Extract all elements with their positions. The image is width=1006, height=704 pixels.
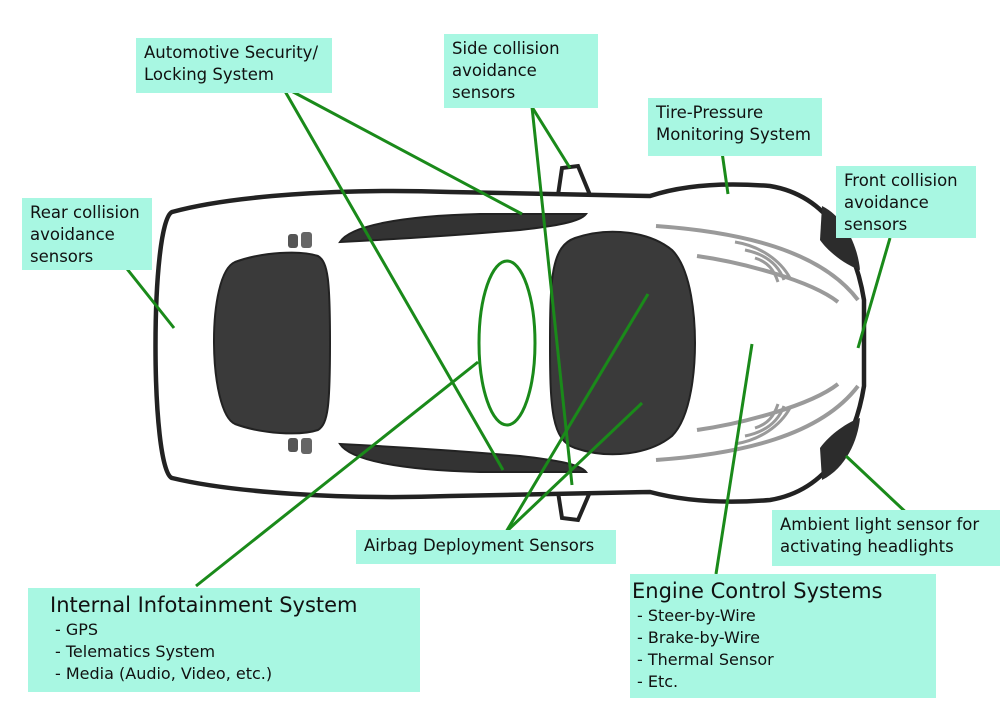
engine-item-steer: - Steer-by-Wire xyxy=(637,606,756,625)
leader-side-b xyxy=(530,106,574,486)
infotainment-item-telematics: - Telematics System xyxy=(55,642,216,661)
side-collision-label-line-2: avoidance xyxy=(452,61,537,80)
side-collision-label-line-1: Side collision xyxy=(452,39,560,58)
security-label-line-2: Locking System xyxy=(144,65,274,84)
engine-item-brake: - Brake-by-Wire xyxy=(637,628,760,647)
headlight-bottom xyxy=(820,418,860,480)
hood-vent-bottom xyxy=(734,403,792,446)
airbag-label-text: Airbag Deployment Sensors xyxy=(364,536,595,555)
engine-item-etc: - Etc. xyxy=(637,672,679,691)
tire-pressure-label: Tire-Pressure Monitoring System xyxy=(648,98,822,156)
headlight-top xyxy=(820,206,860,270)
leader-lines xyxy=(110,84,914,588)
infotainment-label: Internal Infotainment System - GPS - Tel… xyxy=(28,588,420,692)
front-collision-label: Front collision avoidance sensors xyxy=(836,166,976,238)
rear-vent-bottom-b xyxy=(301,438,312,454)
mirror-bottom xyxy=(555,490,594,523)
infotainment-title: Internal Infotainment System xyxy=(50,593,358,617)
front-collision-label-line-2: avoidance xyxy=(844,193,929,212)
ambient-light-label: Ambient light sensor for activating head… xyxy=(772,510,1000,566)
leader-front xyxy=(856,237,892,349)
rear-vent-bottom-a xyxy=(288,438,298,452)
security-label: Automotive Security/ Locking System xyxy=(136,38,332,93)
front-collision-label-line-3: sensors xyxy=(844,215,908,234)
leader-infotainment xyxy=(195,360,479,588)
leader-side-a xyxy=(530,106,572,169)
front-collision-label-line-1: Front collision xyxy=(844,171,958,190)
hood-vent-top xyxy=(734,240,792,283)
tire-pressure-label-line-1: Tire-Pressure xyxy=(656,103,764,122)
security-label-line-1: Automotive Security/ xyxy=(144,43,319,62)
leader-airbag-b xyxy=(504,401,644,534)
engine-title: Engine Control Systems xyxy=(632,579,883,603)
airbag-zone xyxy=(477,259,537,427)
leader-ambient xyxy=(844,454,914,520)
leader-security-b xyxy=(280,85,505,471)
hood-line-top-outer xyxy=(655,224,860,302)
tire-pressure-label-line-2: Monitoring System xyxy=(656,125,812,144)
airbag-label: Airbag Deployment Sensors xyxy=(356,530,616,564)
ambient-light-label-line-2: activating headlights xyxy=(780,537,954,556)
leader-tire xyxy=(720,151,730,195)
hood-line-bottom-outer xyxy=(655,384,860,462)
rear-window xyxy=(213,251,332,435)
rear-vent-top-a xyxy=(288,234,298,248)
leader-security-a xyxy=(281,84,523,216)
rear-collision-label: Rear collision avoidance sensors xyxy=(22,198,152,270)
leader-engine xyxy=(714,343,754,575)
rear-collision-label-line-2: avoidance xyxy=(30,225,115,244)
rear-vent-top-b xyxy=(301,232,312,248)
rear-collision-label-line-1: Rear collision xyxy=(30,203,140,222)
engine-item-thermal: - Thermal Sensor xyxy=(637,650,774,669)
side-collision-label-line-3: sensors xyxy=(452,83,516,102)
infotainment-item-media: - Media (Audio, Video, etc.) xyxy=(55,664,273,683)
side-window-top xyxy=(338,213,589,244)
engine-label: Engine Control Systems - Steer-by-Wire -… xyxy=(630,574,936,698)
side-collision-label: Side collision avoidance sensors xyxy=(444,34,598,108)
ambient-light-label-line-1: Ambient light sensor for xyxy=(780,515,980,534)
mirror-top xyxy=(555,163,593,197)
rear-collision-label-line-3: sensors xyxy=(30,247,94,266)
leader-airbag-a xyxy=(504,293,650,533)
infotainment-item-gps: - GPS xyxy=(55,620,99,639)
side-window-bottom xyxy=(338,442,589,473)
